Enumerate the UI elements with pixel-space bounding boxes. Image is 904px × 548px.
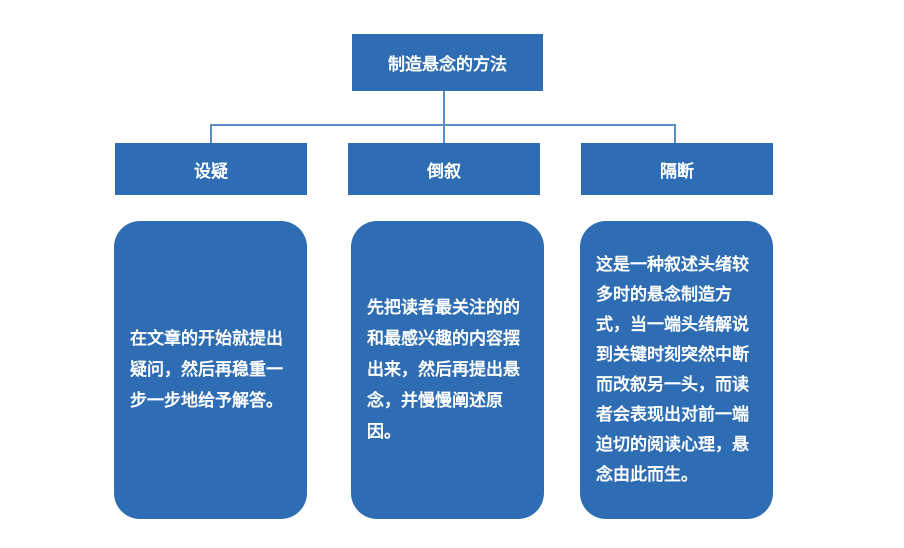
root-node: 制造悬念的方法 bbox=[352, 34, 543, 91]
connector-right bbox=[674, 124, 676, 143]
connector-trunk bbox=[443, 91, 445, 143]
description-node-3: 这是一种叙述头绪较多时的悬念制造方式，当一端头绪解说到关键时刻突然中断而改叙另一… bbox=[580, 221, 773, 519]
category-label: 设疑 bbox=[194, 161, 228, 182]
description-text: 这是一种叙述头绪较多时的悬念制造方式，当一端头绪解说到关键时刻突然中断而改叙另一… bbox=[596, 255, 749, 485]
root-title: 制造悬念的方法 bbox=[388, 55, 507, 75]
category-node-2: 倒叙 bbox=[348, 143, 540, 195]
category-node-1: 设疑 bbox=[115, 143, 307, 195]
description-node-2: 先把读者最关注的的和最感兴趣的内容摆出来，然后再提出悬念，并慢慢阐述原因。 bbox=[351, 221, 544, 519]
category-node-3: 隔断 bbox=[581, 143, 773, 195]
description-text: 在文章的开始就提出疑问，然后再稳重一步一步地给予解答。 bbox=[130, 328, 283, 411]
category-label: 隔断 bbox=[660, 161, 694, 182]
connector-left bbox=[210, 124, 212, 143]
description-text: 先把读者最关注的的和最感兴趣的内容摆出来，然后再提出悬念，并慢慢阐述原因。 bbox=[367, 297, 520, 442]
description-node-1: 在文章的开始就提出疑问，然后再稳重一步一步地给予解答。 bbox=[114, 221, 307, 519]
category-label: 倒叙 bbox=[427, 161, 461, 182]
connector-bar bbox=[210, 124, 676, 126]
